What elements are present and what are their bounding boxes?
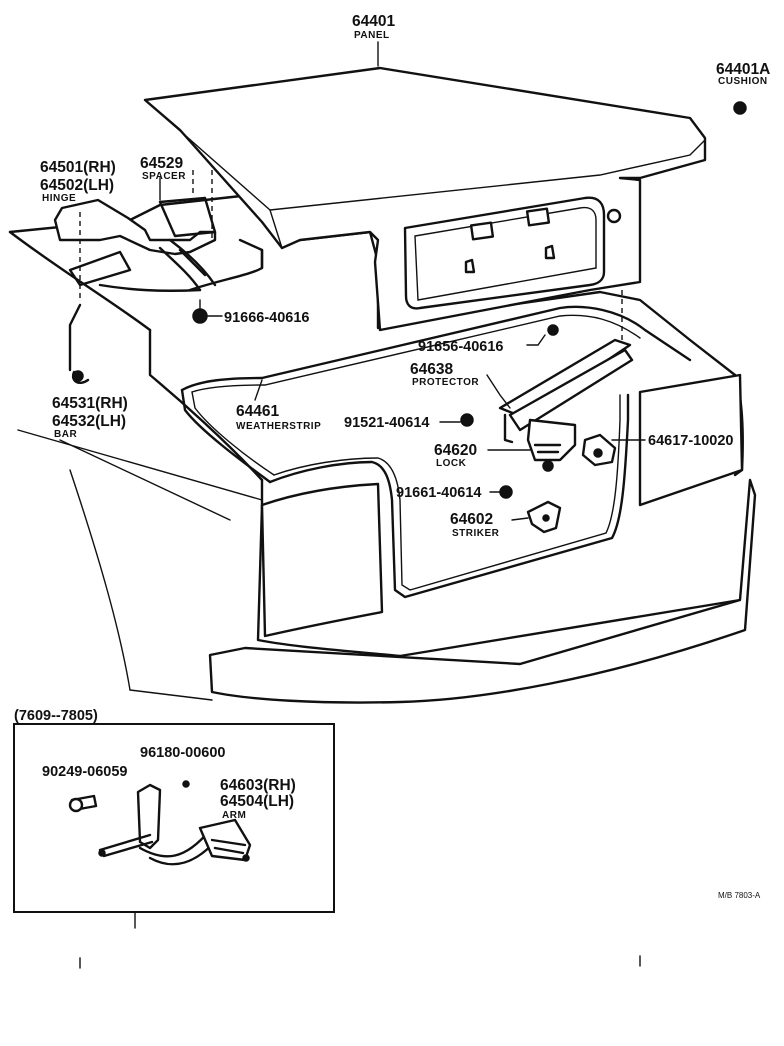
hinge-number-lh: 64502(LH)	[40, 177, 114, 194]
cushion-name: CUSHION	[718, 76, 768, 87]
panel-name: PANEL	[354, 30, 390, 41]
arm-name: ARM	[222, 810, 246, 821]
inset-arm-diagram	[13, 723, 335, 929]
spacer-number: 64529	[140, 155, 183, 172]
bolt-90249-number: 90249-06059	[42, 764, 127, 780]
bolt-91666-number: 91666-40616	[224, 310, 309, 326]
protector-name: PROTECTOR	[412, 377, 479, 388]
lock-number: 64620	[434, 442, 477, 459]
nut-96180-number: 96180-00600	[140, 745, 225, 761]
panel-number: 64401	[352, 13, 395, 30]
arm-number-lh: 64504(LH)	[220, 793, 294, 810]
protector-number: 64638	[410, 361, 453, 378]
bolt-91521-number: 91521-40614	[344, 415, 429, 431]
spacer-name: SPACER	[142, 171, 186, 182]
trunk-lid-panel	[143, 66, 707, 332]
part-labels: 64401 PANEL 64401A CUSHION 64501(RH) 645…	[14, 13, 770, 900]
bar-number-lh: 64532(LH)	[52, 413, 126, 430]
hinge-name: HINGE	[42, 193, 76, 204]
leader-lines	[159, 41, 646, 521]
inset-period: (7609--7805)	[14, 708, 98, 724]
arm-number-rh: 64603(RH)	[220, 777, 296, 794]
lock-name: LOCK	[436, 458, 467, 469]
weatherstrip-number: 64461	[236, 403, 279, 420]
bolt-91656-number: 91656-40616	[418, 339, 503, 355]
bolt-91661-number: 91661-40614	[396, 485, 481, 501]
reference-code: M/B 7803-A	[718, 891, 761, 900]
bar-number-rh: 64531(RH)	[52, 395, 128, 412]
striker-name: STRIKER	[452, 528, 500, 539]
hinge-assembly	[53, 170, 264, 384]
cushion-number: 64401A	[716, 61, 770, 78]
lock-assembly	[460, 101, 747, 534]
weatherstrip-name: WEATHERSTRIP	[236, 421, 321, 432]
part-64617-number: 64617-10020	[648, 433, 733, 449]
hinge-number-rh: 64501(RH)	[40, 159, 116, 176]
striker-number: 64602	[450, 511, 493, 528]
car-rear-body	[8, 193, 757, 704]
bar-name: BAR	[54, 429, 77, 440]
